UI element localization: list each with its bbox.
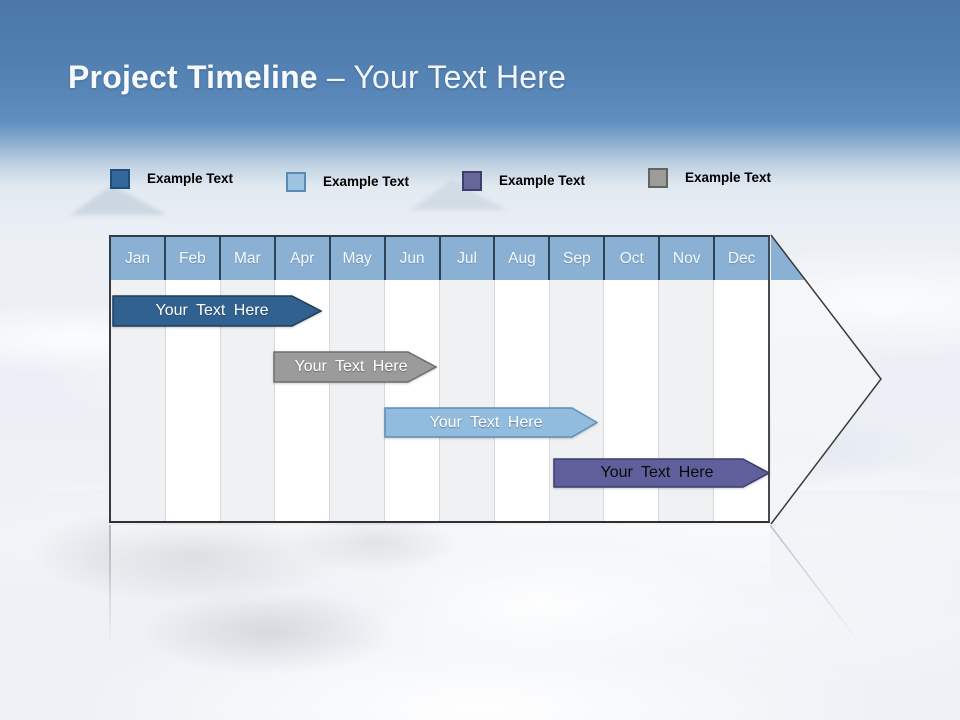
task-bar-4: Your Text Here bbox=[553, 458, 770, 488]
month-header-sep: Sep bbox=[550, 237, 606, 280]
timeline-arrowhead bbox=[770, 234, 882, 525]
month-header-jul: Jul bbox=[441, 237, 496, 280]
grid-column-may bbox=[330, 280, 386, 521]
task-bar-arrow-shape bbox=[273, 351, 437, 383]
legend-label: Example Text bbox=[685, 170, 772, 185]
month-header-aug: Aug bbox=[495, 237, 551, 280]
month-header-oct: Oct bbox=[605, 237, 661, 280]
legend-label: Example Text bbox=[147, 171, 234, 186]
grid-column-jun bbox=[385, 280, 440, 521]
slide-title-main: Project Timeline bbox=[68, 59, 318, 95]
task-bar-arrow-shape bbox=[112, 295, 322, 327]
month-header-dec: Dec bbox=[727, 249, 756, 267]
task-bar-label: Your Text Here bbox=[600, 464, 714, 481]
month-header-may: May bbox=[331, 237, 386, 280]
grid-column-jul bbox=[439, 280, 495, 521]
legend-label: Example Text bbox=[499, 173, 586, 188]
month-header-mar: Mar bbox=[221, 237, 276, 280]
distant-mountain-peak bbox=[410, 180, 507, 210]
arrowhead-body bbox=[771, 235, 881, 524]
slide-title: Project Timeline – Your Text Here bbox=[68, 58, 566, 96]
task-bar-label: Your Text Here bbox=[294, 358, 408, 375]
distant-mountain-peak bbox=[70, 185, 167, 215]
legend-label: Example Text bbox=[323, 174, 410, 189]
task-bar-label: Your Text Here bbox=[155, 302, 269, 319]
month-header-apr: Apr bbox=[276, 237, 331, 280]
timeline-month-header: Jan Feb Mar Apr May Jun Jul Aug Sep Oct … bbox=[109, 235, 770, 280]
legend-item-1: Example Text bbox=[110, 169, 233, 189]
legend-swatch-gray bbox=[648, 168, 668, 188]
slide-title-subtitle: – Your Text Here bbox=[326, 59, 567, 95]
month-header-jun: Jun bbox=[386, 237, 441, 280]
month-header-feb: Feb bbox=[166, 237, 221, 280]
task-bar-label: Your Text Here bbox=[429, 413, 543, 431]
legend-swatch-purple bbox=[462, 171, 482, 191]
task-bar-arrow-shape bbox=[384, 407, 598, 438]
task-bar-3: Your Text Here bbox=[384, 407, 598, 438]
arrowhead-outline bbox=[770, 234, 882, 525]
task-bar-1: Your Text Here bbox=[112, 295, 322, 327]
legend-item-4: Example Text bbox=[648, 168, 771, 188]
legend-swatch-dark-blue bbox=[110, 169, 130, 189]
arrowhead-header-band bbox=[771, 235, 806, 280]
legend-item-3: Example Text bbox=[462, 171, 585, 191]
task-bar-arrow-shape bbox=[553, 458, 770, 488]
month-header-jan: Jan bbox=[111, 237, 166, 280]
grid-column-aug bbox=[494, 280, 550, 521]
legend-item-2: Example Text bbox=[286, 172, 409, 192]
task-bar-2: Your Text Here bbox=[273, 351, 437, 383]
month-header-nov: Nov bbox=[660, 237, 716, 280]
legend-swatch-light-blue bbox=[286, 172, 306, 192]
